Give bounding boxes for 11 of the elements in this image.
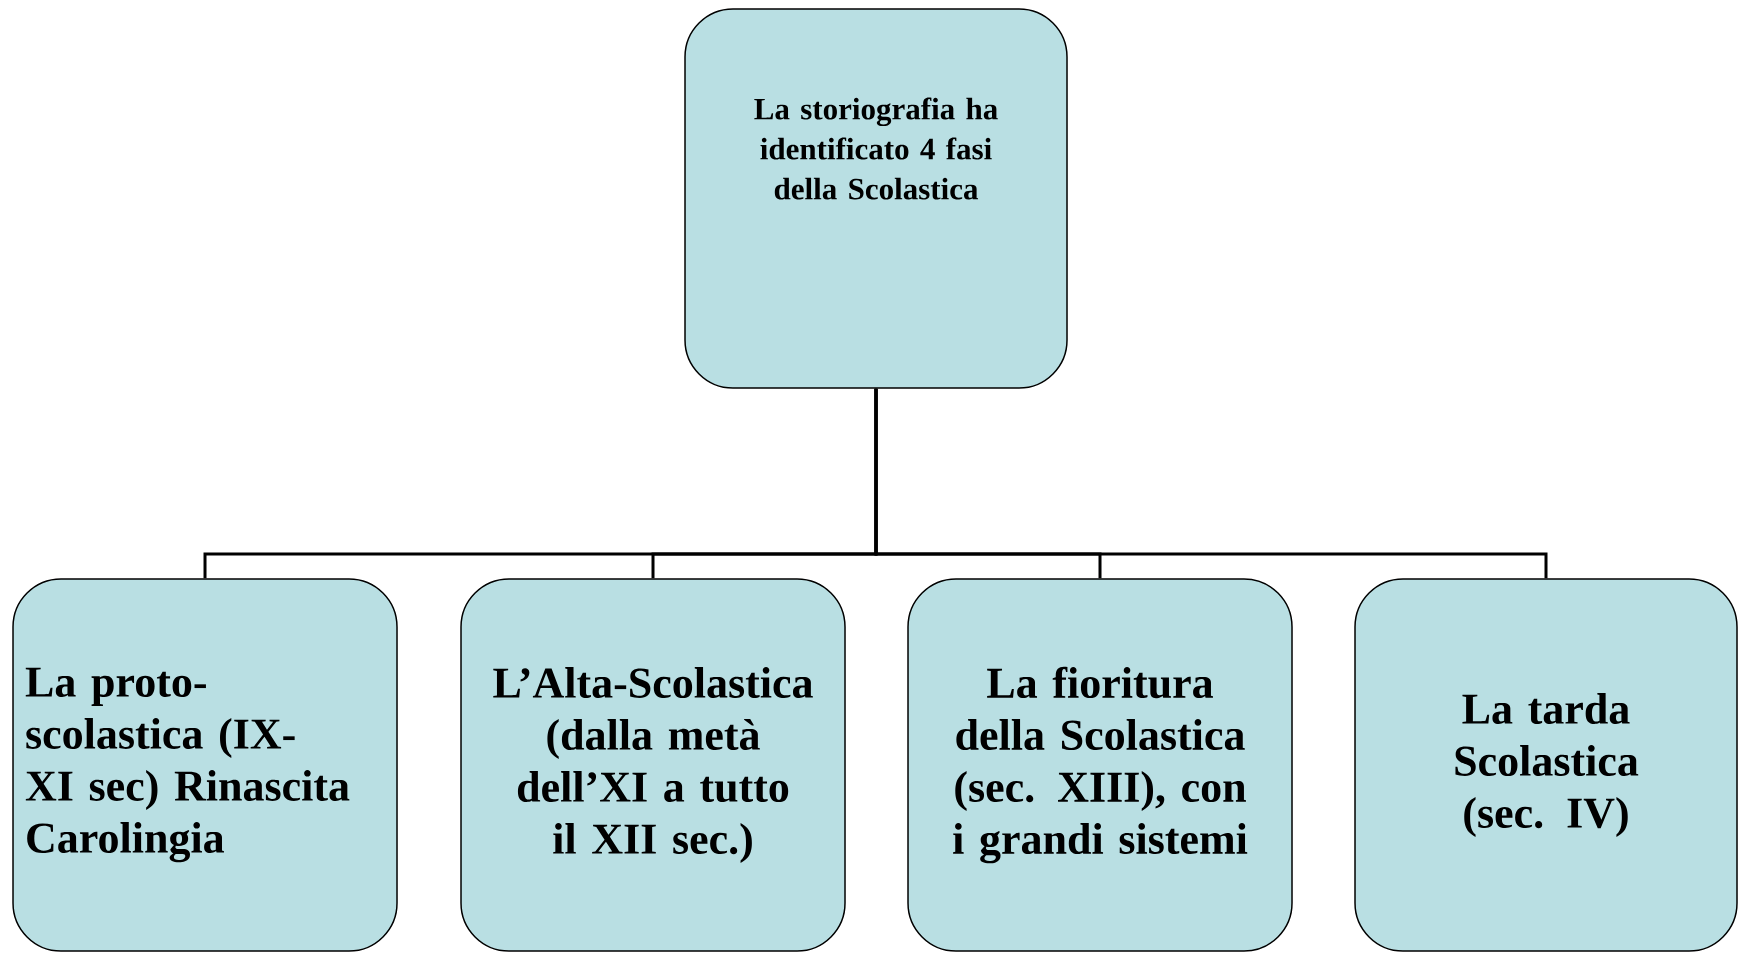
node-label: La proto-scolastica (IX-XI sec) Rinascita Carolingia <box>25 667 350 863</box>
node-label: La fioritura della Scolastica (sec. XIII), con i grandi sistemi <box>953 666 1248 864</box>
node-label: La tarda Scolastica (sec. IV) <box>1455 693 1639 837</box>
node-label: L’Alta-Scolastica (dalla metà dell’XI a tutto il XII sec.) <box>493 667 813 863</box>
process-box <box>12 578 398 952</box>
process-box <box>460 578 846 952</box>
process-box <box>684 8 1068 389</box>
connector-line <box>874 388 1548 579</box>
process-box <box>907 578 1293 952</box>
node-label: La storiografia ha identificato 4 fasi della Scolastica <box>754 97 998 200</box>
process-box <box>1354 578 1738 952</box>
